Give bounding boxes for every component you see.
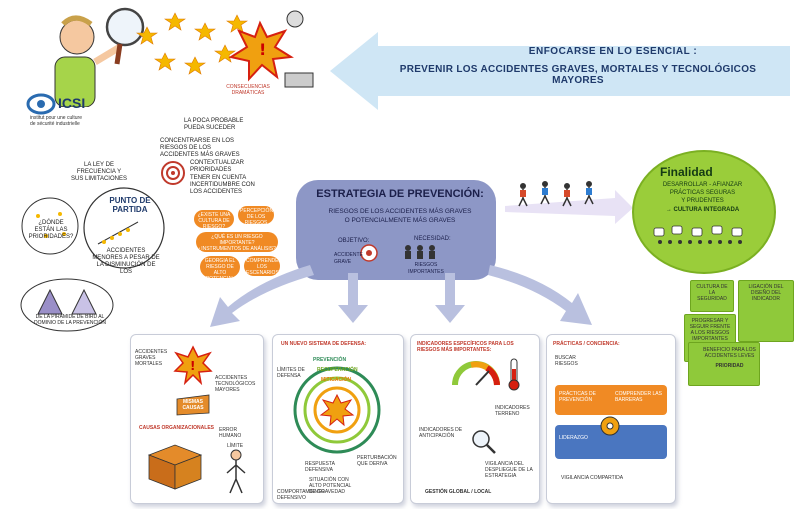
person-with-magnifier-illustration	[54, 7, 145, 107]
logo-swoosh-icon	[26, 93, 56, 115]
finalidad-line-1: Desarrollar - afianzar	[662, 182, 743, 188]
panel4-practicas-prevencion: Prácticas de prevención	[559, 391, 596, 403]
stars-explosion-illustration: !	[136, 10, 314, 88]
svg-text:!: !	[259, 40, 266, 59]
finalidad-line-4: → Cultura integrada	[665, 207, 740, 213]
strategy-line-2: o potencialmente más graves	[344, 217, 456, 224]
panel1-limite: Límite	[227, 443, 244, 449]
strategy-people-icon	[405, 245, 435, 259]
icsi-logo: ICSI institut pour une culture de sécuri…	[26, 93, 126, 129]
strategy-box	[296, 180, 496, 280]
strategy-accidente-grave: Accidente grave	[334, 252, 363, 265]
strategy-necesidad: Necesidad:	[414, 236, 451, 242]
note-contextualizar: Contextualizar prioridades	[190, 160, 245, 173]
card-prioridad-text: Prioridad	[715, 363, 744, 369]
card-cultura-seguridad-text: Cultura de la seguridad	[696, 284, 728, 302]
panel1-accidentes-graves: Accidentes graves mortales	[135, 349, 168, 367]
finalidad-circle	[632, 150, 776, 274]
panel-defensa: Un nuevo sistema de defensa: Prevención …	[272, 334, 404, 504]
logo-tagline-1: institut pour une culture	[30, 115, 82, 121]
prioridades-circle	[21, 197, 79, 255]
panel-practicas: Prácticas / conciencia: Buscar riesgos P…	[546, 334, 676, 504]
note-incertidumbre: Tener en cuenta incertidumbre con los ac…	[190, 175, 255, 195]
card-progresar-text: Progresar y seguir frente a los riesgos …	[689, 318, 731, 342]
panel1-mismas-causas-sign	[176, 394, 210, 416]
ley-frecuencia-note: La ley de frecuencia y sus limitaciones	[71, 162, 127, 182]
finalidad-crowd-illustration	[653, 225, 743, 244]
panel1-accidentes-tecnologicos: Accidentes tecnológicos mayores	[215, 375, 256, 393]
panel3-vigilancia: Vigilancia del despliegue de la estrateg…	[485, 461, 533, 479]
panel2-recuperacion: Recuperación	[317, 367, 358, 373]
panel2-title: Un nuevo sistema de defensa:	[281, 341, 367, 347]
panel-causas: ! Accidentes graves mortales Accidentes …	[130, 334, 264, 504]
note-poco-probable: La poca probable pueda suceder	[184, 118, 244, 131]
consequences-label: Consecuencias dramáticas	[226, 84, 270, 96]
svg-text:!: !	[190, 359, 195, 373]
panel4-gear-icon	[600, 416, 620, 436]
panel4-buscar-riesgos: Buscar riesgos	[555, 355, 578, 367]
panel3-title: Indicadores específicos para los riesgos…	[417, 341, 514, 353]
question-riesgo-importante: ¿Qué es un riesgo importante? ¿Instrumen…	[196, 232, 278, 252]
panel4-comprender-barreras: Comprender las barreras	[615, 391, 662, 403]
panel1-causas-organizacionales: Causas organizacionales	[139, 425, 215, 431]
finalidad-line-2: prácticas seguras	[669, 190, 736, 196]
panel2-situacion: Situación con alto potencial de gravedad	[309, 477, 352, 495]
target-icon	[161, 161, 185, 185]
strategy-title: Estrategia de prevención:	[316, 188, 484, 200]
punto-partida-circle	[83, 187, 165, 269]
banner-arrow	[330, 32, 790, 110]
question-percepcion: Percepción de los riesgos	[238, 206, 274, 226]
piramide-circle	[20, 278, 114, 332]
strategy-riesgos-importantes: Riesgos importantes	[408, 262, 444, 275]
panel2-limites: Límites de defensa	[277, 367, 305, 379]
panel4-liderazgo: Liderazgo	[559, 435, 588, 441]
logo-tagline-2: de sécurité industrielle	[30, 121, 80, 127]
panel4-vigilancia-compartida: Vigilancia compartida	[561, 475, 624, 481]
punto-partida-title: Punto de partida	[109, 196, 151, 214]
question-georgia: Georgia el riesgo de alto potencial	[200, 256, 240, 282]
panel-indicadores: Indicadores específicos para los riesgos…	[410, 334, 540, 504]
panel4-orange-band	[555, 385, 667, 415]
card-beneficio-text: Beneficio para los accidentes leves	[703, 347, 756, 359]
panel3-magnifier-icon	[472, 430, 496, 454]
panel3-thermometer-icon	[508, 358, 520, 391]
panel2-defense-rings	[293, 366, 381, 454]
panel1-person-icon	[226, 449, 246, 494]
strategy-line-1: Riesgos de los accidentes más graves	[328, 208, 472, 215]
panel1-explosion-icon: !	[173, 345, 213, 385]
strategy-target-icon	[360, 244, 378, 262]
panel4-title: Prácticas / conciencia:	[553, 341, 620, 347]
strategy-to-panels-arrows	[210, 265, 592, 327]
panel1-error-humano: Error humano	[219, 427, 242, 439]
logo-name: ICSI	[58, 95, 86, 111]
card-cultura-seguridad: Cultura de la seguridad	[690, 280, 734, 312]
panel2-mitigacion: Mitigación	[321, 377, 351, 383]
panel2-respuesta: Respuesta defensiva	[305, 461, 335, 473]
question-escenarios: Comprender los escenarios	[244, 256, 283, 276]
banner-title: Enfocarse en lo esencial :	[528, 46, 698, 57]
panel3-gestion: Gestión global / local	[425, 489, 492, 495]
card-ligacion: Ligación del diseño del indicador	[738, 280, 794, 342]
finalidad-line-3: y prudentes	[681, 198, 724, 204]
prioridades-question: ¿Dónde están las prioridades?	[28, 220, 74, 240]
banner-subtitle: Prevenir los accidentes graves, mortales…	[399, 64, 757, 86]
panel2-comportamiento: Comportamiento defensivo	[277, 489, 325, 501]
walking-people-illustration	[505, 181, 633, 224]
card-beneficio: Beneficio para los accidentes leves Prio…	[688, 342, 760, 386]
panel1-mismas-causas: Mismas causas	[182, 399, 204, 411]
question-cultura-riesgo: ¿Existe una cultura de riesgo?	[194, 210, 234, 230]
card-ligacion-text: Ligación del diseño del indicador	[748, 284, 784, 302]
panel3-gauge-icon	[452, 361, 500, 386]
panel2-perturbacion: Perturbación que deriva	[357, 455, 397, 467]
panel3-indicadores-anticipacion: Indicadores de anticipación	[419, 427, 463, 439]
accidentes-menores-note: Accidentes menores a pesar de la disminu…	[92, 248, 160, 275]
panel2-prevencion: Prevención	[313, 357, 347, 363]
panel1-box-illustration	[147, 444, 203, 490]
strategy-objetivo: Objetivo:	[338, 238, 370, 244]
piramide-note: De la pirámide de Bird al dominio de la …	[34, 314, 106, 326]
finalidad-title: Finalidad	[660, 165, 713, 179]
note-concentrarse: Concentrarse en los riesgos de los accid…	[160, 138, 240, 158]
panel3-indicadores-terreno: Indicadores terreno	[495, 405, 530, 417]
